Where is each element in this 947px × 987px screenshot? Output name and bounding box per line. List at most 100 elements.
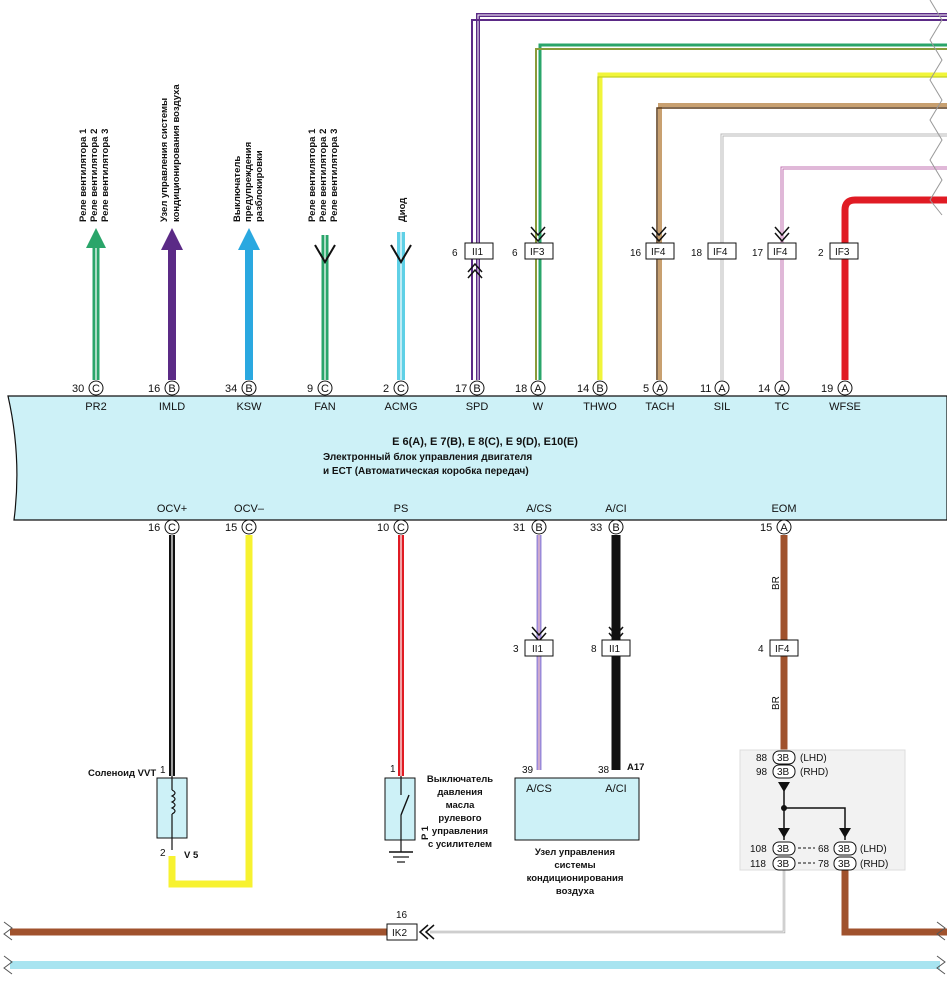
acmg-arrow: [390, 244, 412, 264]
junction-in2-id: 3B: [777, 767, 790, 778]
pin-wfse-conn: A: [841, 383, 849, 395]
ps-switch-body: [384, 777, 416, 841]
label-ac-unit-2: кондиционирования воздуха: [171, 84, 182, 222]
pin-eom-signal: EOM: [771, 503, 796, 515]
pin-fan-num: 9: [307, 383, 313, 395]
pin-pr2-conn: C: [92, 383, 100, 395]
ac-amp-line2: системы: [554, 860, 595, 871]
pin-aci-signal: A/CI: [605, 503, 626, 515]
vvt-solenoid: Соленоид VVT 1 2 V 5: [88, 765, 199, 861]
pin-acmg-signal: ACMG: [385, 401, 418, 413]
pin-thwo-signal: THWO: [583, 401, 617, 413]
upper-left-wires: [86, 228, 412, 380]
junction-out2-num: 118: [750, 859, 766, 870]
top-conn-4-box: [707, 242, 737, 260]
ps-line5: управления: [432, 826, 488, 837]
ecu-bottom-pins: OCV+ 16 C OCV– 15 C PS 10 C A/CS 31 B A/…: [148, 503, 797, 535]
label-switch-2: предупреждения: [243, 142, 254, 222]
conn-acs-num: 3: [513, 644, 519, 655]
ecu-title-2: Электронный блок управления двигателя: [323, 451, 532, 463]
pin-pr2: 30 C PR2: [72, 380, 107, 413]
pin-tach-conn: A: [656, 383, 664, 395]
pin-ocv-plus-num: 16: [148, 522, 160, 534]
label-fan-relay-3: Реле вентилятора 3: [329, 129, 340, 222]
pin-tach-signal: TACH: [645, 401, 674, 413]
ps-line2: давления: [437, 787, 482, 798]
top-conn-6-num: 2: [818, 248, 824, 259]
top-conn-2-num: 6: [512, 248, 518, 259]
label-relay-fan-1: Реле вентилятора 1: [78, 128, 89, 222]
pin-ocv-minus-conn: C: [245, 522, 253, 534]
pin-thwo-num: 14: [577, 383, 589, 395]
bottom-connectors: 3 II1 8 II1 4 IF4 16 IK2: [386, 626, 799, 941]
junction-out2-id: 3B: [777, 859, 790, 870]
label-fan-relay-2: Реле вентилятора 2: [318, 129, 329, 222]
pin-spd-num: 17: [455, 383, 467, 395]
conn-aci-num: 8: [591, 644, 597, 655]
top-conn-3-id: IF4: [651, 247, 666, 258]
pr2-arrow: [86, 228, 106, 248]
top-conn-5-num: 17: [752, 248, 764, 259]
pin-imld-conn: B: [168, 383, 175, 395]
top-labels: Реле вентилятора 1 Реле вентилятора 2 Ре…: [78, 84, 408, 222]
pin-acs-signal: A/CS: [526, 503, 552, 515]
top-conn-5-box: [767, 242, 797, 260]
ps-pin: 1: [390, 764, 396, 775]
label-ac-unit-1: Узел управления системы: [159, 98, 170, 222]
pin-ocv-minus-signal: OCV–: [234, 503, 265, 515]
junction-box: [739, 749, 906, 871]
conn-ik2-num: 16: [396, 910, 408, 921]
ecu-title-3: и ECT (Автоматическая коробка передач): [323, 465, 529, 477]
pin-wfse-num: 19: [821, 383, 833, 395]
pin-tach-num: 5: [643, 383, 649, 395]
pin-pr2-signal: PR2: [85, 401, 106, 413]
junction-in1-note: (LHD): [800, 753, 827, 764]
pin-tc-conn: A: [778, 383, 786, 395]
top-conn-6-id: IF3: [835, 247, 850, 258]
top-conn-1-id: II1: [472, 247, 484, 258]
solenoid-pin-bottom: 2: [160, 848, 166, 859]
label-diode: Диод: [397, 198, 408, 222]
ac-amp-pin-right: 38: [598, 765, 610, 776]
switch-contact-icon: [400, 794, 410, 816]
pin-thwo-conn: B: [596, 383, 603, 395]
ksw-arrow: [238, 228, 260, 250]
junction-block: 88 3B (LHD) 98 3B (RHD) 108 3B 118 3B 68…: [739, 749, 906, 871]
pin-tc-num: 14: [758, 383, 770, 395]
conn-acs-box: [524, 639, 554, 657]
conn-aci-box: [601, 639, 631, 657]
pin-acmg-num: 2: [383, 383, 389, 395]
ps-line3: масла: [446, 800, 476, 811]
pin-eom: EOM 15 A: [760, 503, 797, 535]
conn-ik2-box: [386, 923, 418, 941]
ac-amp-line1: Узел управления: [535, 847, 615, 858]
pin-ocv-plus-conn: C: [168, 522, 176, 534]
conn-acs-id: II1: [532, 644, 544, 655]
top-conn-4-num: 18: [691, 248, 703, 259]
ac-amp-line3: кондиционирования: [527, 873, 624, 884]
pin-fan-conn: C: [321, 383, 329, 395]
pin-wfse: 19 A WFSE: [821, 380, 861, 413]
junction-in2-note: (RHD): [800, 767, 828, 778]
pin-fan-signal: FAN: [314, 401, 335, 413]
ps-line4: рулевого: [438, 813, 481, 824]
pin-tc-signal: TC: [775, 401, 790, 413]
pin-imld: 16 B IMLD: [148, 380, 185, 413]
solenoid-title: Соленоид VVT: [88, 768, 156, 779]
pin-spd-conn: B: [473, 383, 480, 395]
wire-label-br-upper: BR: [771, 576, 782, 590]
pin-eom-conn: A: [780, 522, 788, 534]
pin-ps-signal: PS: [394, 503, 409, 515]
label-switch-3: разблокировки: [254, 150, 265, 222]
label-relay-fan-2: Реле вентилятора 2: [89, 129, 100, 222]
junction-out3-num: 68: [818, 844, 830, 855]
pin-acs-num: 31: [513, 522, 525, 534]
pin-ocv-plus-signal: OCV+: [157, 503, 187, 515]
pin-pr2-num: 30: [72, 383, 84, 395]
pin-ksw: 34 B KSW: [225, 380, 262, 413]
coil-icon: [170, 789, 176, 815]
pin-sil: 11 A SIL: [700, 380, 730, 413]
pin-aci: A/CI 33 B: [590, 503, 627, 535]
pin-wfse-signal: WFSE: [829, 401, 861, 413]
pin-spd-signal: SPD: [466, 401, 489, 413]
